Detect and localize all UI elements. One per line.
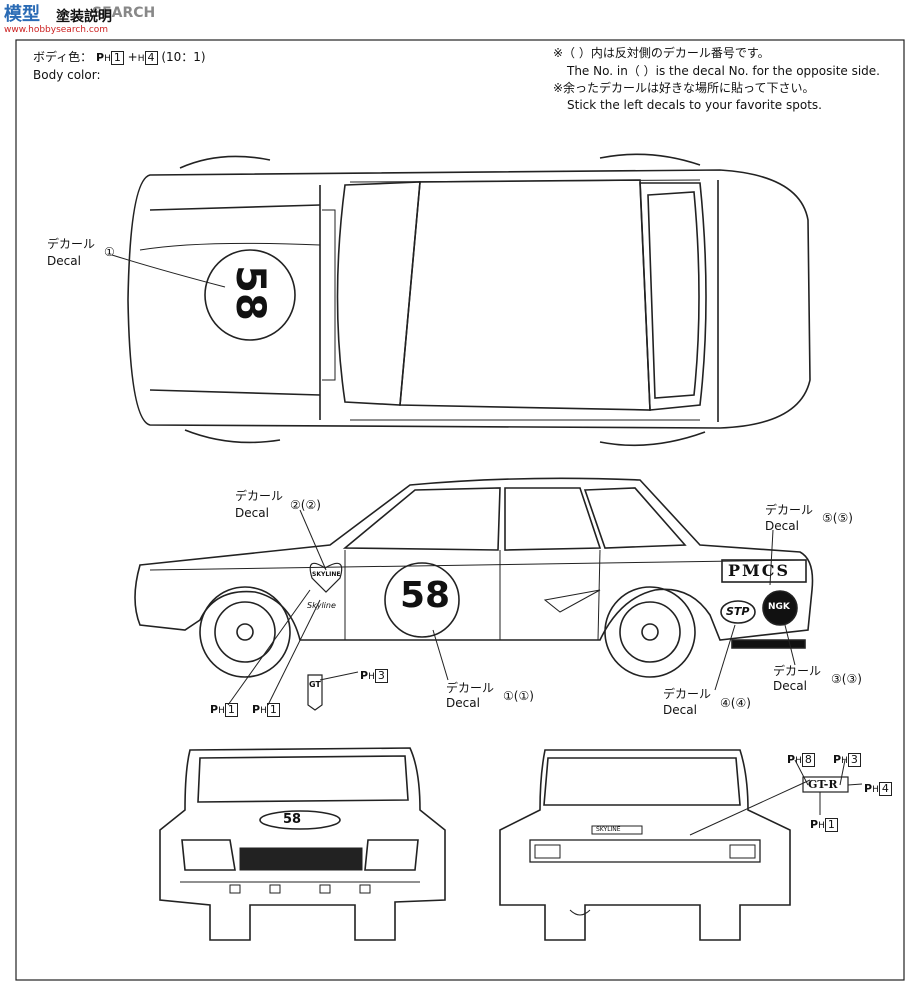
callout-side4-num: ④(④) [720,696,751,710]
callout-side2-jp: デカール [235,489,284,503]
roundel-side [384,562,460,638]
body-color-ratio: (10：1) [161,50,206,64]
front-number-plate [259,810,341,830]
callout-side4-en: Decal [663,703,697,717]
gt-badge-shape [307,674,323,711]
roundel-top [204,249,296,341]
race-number-front: 58 [283,812,302,827]
skyline-rear-text: SKYLINE [596,826,621,833]
paint-h: H [104,54,111,64]
ngk-text: NGK [768,602,790,612]
paint-box-b: 4 [144,51,158,65]
sheet-frame [15,39,905,981]
gtr-emblem-box [802,776,849,793]
ngk-decal [762,590,798,626]
callout-side5-en: Decal [765,519,799,533]
callout-side1-en: Decal [446,696,480,710]
race-number-side: 58 [400,575,451,616]
callout-side3-num: ③(③) [831,672,862,686]
body-color-label-en: Body color: [33,68,101,82]
pmcs-decal [721,559,807,583]
callout-top-jp: デカール [47,237,96,251]
skyline-script-text: Skyline [307,601,336,610]
paint-box-a: 1 [110,51,124,65]
rear-panel [529,839,761,863]
callout-top-num: ① [104,245,115,259]
page-title: 塗装説明 [56,9,112,25]
rear-wheel [604,586,696,678]
callout-side4-jp: デカール [663,687,712,701]
watermark-logo: 模型 [4,4,40,25]
callout-top-en: Decal [47,254,81,268]
note2-en: Stick the left decals to your favorite s… [567,98,822,112]
race-number-top: 58 [226,265,273,321]
gtr-emblem-text: GT-R [808,778,838,791]
stp-decal [720,600,756,624]
paint-prefix: P [96,51,105,64]
callout-side5-jp: デカール [765,503,814,517]
note2-jp: ※余ったデカールは好きな場所に貼って下さい。 [553,81,815,95]
body-color-label-jp: ボディ色： [33,50,93,64]
callout-side3-jp: デカール [773,664,822,678]
paint-h-b: H [137,54,145,64]
rear-skyline-badge [591,825,643,835]
callout-side1-jp: デカール [446,681,495,695]
gt-badge-text: GT [309,680,321,689]
car-rear-view [499,749,791,941]
callout-side5-num: ⑤(⑤) [822,511,853,525]
callout-side2-en: Decal [235,506,269,520]
skyline-heart-text: SKYLINE [312,571,341,578]
callout-side3-en: Decal [773,679,807,693]
watermark-site: www.hobbysearch.com [4,25,109,35]
note1-jp: ※（ ）内は反対側のデカール番号です。 [553,46,770,60]
watermark-brand: SEARCH [92,5,156,21]
front-wheel [199,586,291,678]
pmcs-text: PMCS [728,561,791,580]
car-front-view [159,747,446,941]
front-grille [239,847,363,871]
note1-en: The No. in（ ）is the decal No. for the op… [567,64,880,78]
car-top-view [127,153,811,447]
stp-text: STP [726,605,750,618]
callout-side1-num: ①(①) [503,689,534,703]
callout-side2-num: ②(②) [290,498,321,512]
car-side-view [134,477,814,678]
